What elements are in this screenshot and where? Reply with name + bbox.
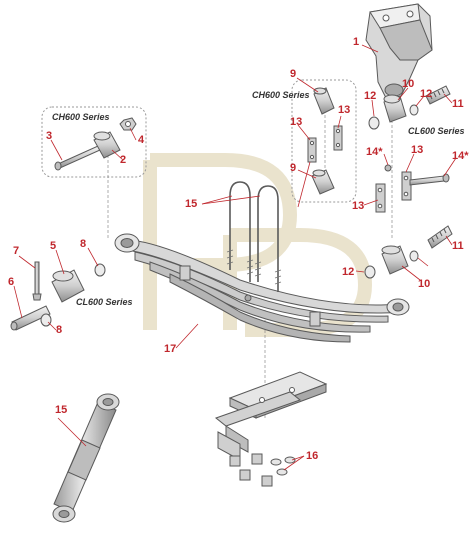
leaf-spring: [114, 233, 410, 343]
shackle-bolt-right: [409, 173, 450, 186]
spring-pin-lower: [427, 225, 453, 249]
callout-9-lower: 9: [290, 162, 297, 174]
callout-14-right: 14*: [452, 150, 469, 162]
callout-10-lower: 10: [418, 278, 431, 290]
callout-16: 16: [306, 450, 319, 462]
callout-7: 7: [13, 245, 20, 257]
callout-6: 6: [8, 276, 15, 288]
callout-13-left: 13: [290, 116, 303, 128]
callout-13-plate-top: 13: [411, 144, 424, 156]
callout-2: 2: [120, 154, 127, 166]
u-bolt-nuts: [229, 453, 296, 487]
axle-seat: [214, 371, 328, 461]
callout-9-upper: 9: [290, 68, 297, 80]
washer-upper-right: [409, 104, 419, 116]
callout-8-upper: 8: [80, 238, 87, 250]
shackle-bolt: [54, 145, 101, 171]
grease-fitting: [32, 261, 42, 301]
callout-3: 3: [46, 130, 53, 142]
callout-13-right: 13: [338, 104, 351, 116]
u-bolt-threads: [226, 249, 282, 285]
callout-12-upper-left: 12: [364, 90, 377, 102]
washer-left-lower: [40, 313, 52, 327]
callout-15-ubolts: 15: [185, 198, 198, 210]
ch600-middle-group-box: [291, 79, 357, 203]
callout-4: 4: [138, 134, 145, 146]
ch600-bushing-top: [313, 87, 335, 115]
washer-lower-left: [364, 265, 376, 279]
series-label-cl600-left: CL600 Series: [76, 297, 133, 307]
leader-lines: [13, 44, 457, 471]
washer-lower-right: [409, 250, 419, 262]
washer-upper-left: [368, 116, 380, 130]
shock-absorber: [52, 393, 120, 523]
callout-11-lower: 11: [452, 240, 464, 252]
washer-left-upper: [94, 263, 106, 277]
callout-5: 5: [50, 240, 57, 252]
hex-nut-left: [119, 117, 137, 131]
callout-14-left: 14*: [366, 146, 383, 158]
bushing-cl600-left: [51, 269, 85, 303]
spring-pin-left: [10, 305, 51, 331]
cl600-shackle-plates: [375, 171, 412, 213]
callout-12-upper-right: 12: [420, 88, 433, 100]
bushing-upper: [383, 94, 407, 123]
ch600-shackle-plates: [307, 125, 343, 163]
callout-12-lower: 12: [342, 266, 355, 278]
callout-17: 17: [164, 343, 177, 355]
series-label-ch600-middle: CH600 Series: [252, 90, 310, 100]
callout-11-upper: 11: [452, 98, 464, 110]
series-label-cl600-right: CL600 Series: [408, 126, 465, 136]
u-bolts: [229, 181, 279, 292]
callout-8-lower: 8: [56, 324, 63, 336]
callout-15-shock: 15: [55, 404, 68, 416]
spring-pin-upper: [425, 85, 451, 105]
spring-hanger-bracket: [365, 3, 433, 99]
callout-10-upper: 10: [402, 78, 415, 90]
grease-fitting-left: [384, 164, 392, 172]
bushing-lower-right: [381, 245, 409, 275]
series-label-ch600-left: CH600 Series: [52, 112, 110, 122]
ch600-bushing-bottom: [311, 169, 335, 195]
ch600-left-group-box: [41, 106, 147, 178]
callout-1: 1: [353, 36, 360, 48]
callout-13-plate-lower: 13: [352, 200, 365, 212]
